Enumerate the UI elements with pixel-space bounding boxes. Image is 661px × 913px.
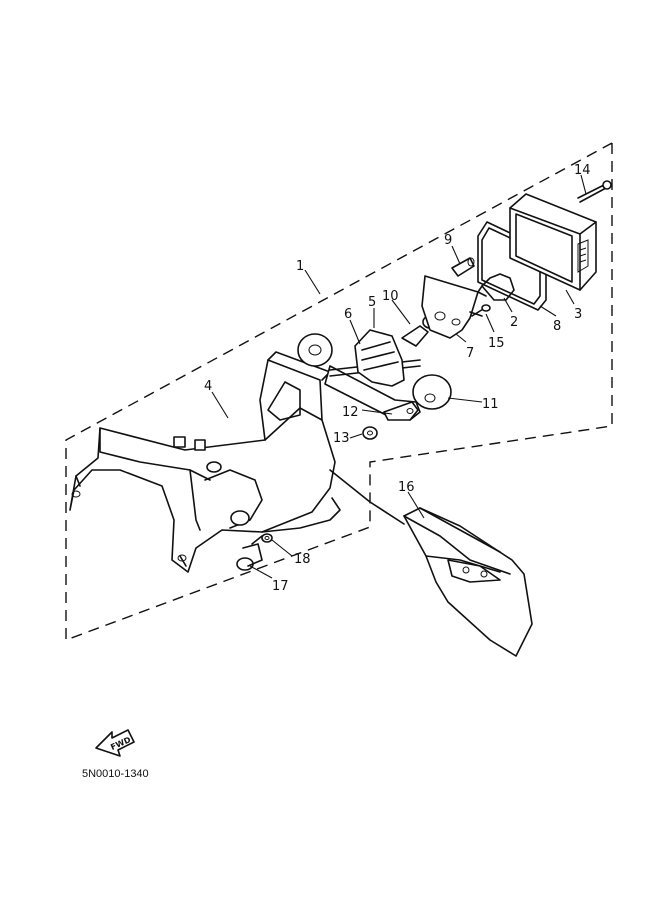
callout-16: 16 <box>398 480 415 495</box>
callout-18: 18 <box>294 552 311 567</box>
bracket-plate <box>297 333 421 421</box>
callout-1: 1 <box>296 259 304 274</box>
callout-5: 5 <box>368 295 376 310</box>
nut-13 <box>362 426 378 440</box>
callout-14: 14 <box>574 163 591 178</box>
wire <box>329 469 405 525</box>
callout-9: 9 <box>444 233 452 248</box>
socket-pin-9 <box>451 257 475 277</box>
screw-14 <box>577 180 612 203</box>
washer-12 <box>383 401 419 421</box>
callout-7: 7 <box>466 346 474 361</box>
callout-4: 4 <box>204 379 212 394</box>
callout-17: 17 <box>272 579 289 594</box>
callout-13: 13 <box>333 431 350 446</box>
screw-15 <box>471 304 491 317</box>
washer-18 <box>261 533 273 543</box>
drawing-code: 5N0010-1340 <box>82 768 149 780</box>
mounting-bracket <box>69 351 341 573</box>
callout-3: 3 <box>574 307 582 322</box>
gasket <box>477 221 547 311</box>
bolt-17 <box>236 535 263 571</box>
leader-lines <box>211 174 587 579</box>
callout-2: 2 <box>510 315 518 330</box>
callout-6: 6 <box>344 307 352 322</box>
lens-plate <box>421 275 483 339</box>
tail-lens <box>509 193 597 291</box>
callout-12: 12 <box>342 405 359 420</box>
callout-8: 8 <box>553 319 561 334</box>
callout-15: 15 <box>488 336 505 351</box>
callout-11: 11 <box>482 397 499 412</box>
callout-numbers: 1 2 3 4 5 6 7 8 9 10 11 12 13 14 15 16 1… <box>204 163 591 594</box>
assembly-boundary <box>65 142 613 642</box>
reflector-disc <box>412 374 452 410</box>
callout-10: 10 <box>382 289 399 304</box>
fwd-arrow-icon: FWD <box>95 729 135 757</box>
license-bracket <box>403 507 533 657</box>
